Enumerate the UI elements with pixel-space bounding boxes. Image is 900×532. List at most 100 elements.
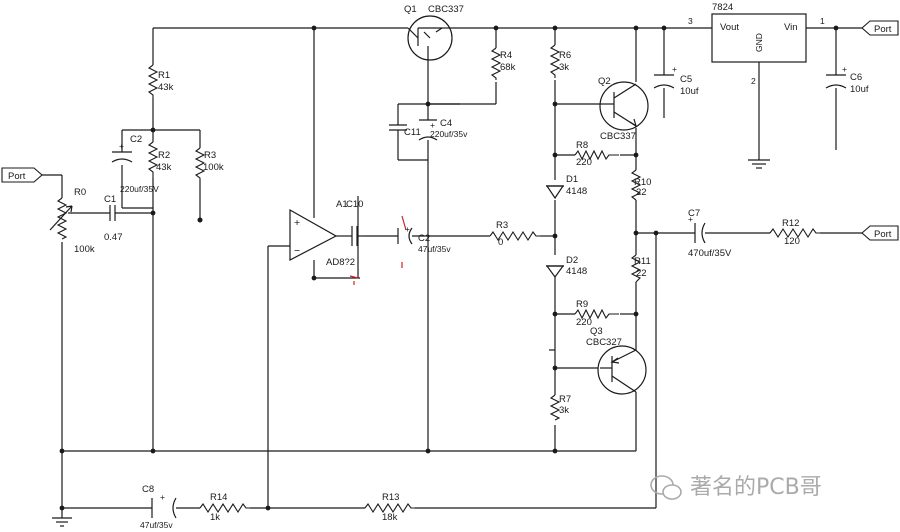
resistor-r11: R11 22 [630,254,651,283]
svg-text:+: + [672,64,677,74]
resistor-r10: R10 22 [630,169,651,201]
r3b-ref: R3 [496,220,508,231]
opamp-ref-top: A1 [336,199,348,210]
watermark: 著名的PCB哥 [650,475,822,500]
port-input-left: Port [1,167,62,183]
capacitor-c10: C10 [346,199,364,246]
r11-ref: R11 [634,256,651,267]
r0-value: 100k [74,244,95,255]
port-left-label: Port [8,171,26,182]
transistor-q3: Q3 CBC327 [586,326,647,395]
d1-value: 4148 [566,186,587,197]
regulator-pin-out: 3 [688,16,693,26]
c11-ref: C11 [404,127,421,138]
svg-text:+: + [430,120,435,130]
r13-ref: R13 [382,492,399,503]
resistor-r9: R9 220 [574,299,619,328]
port-top-right-label: Port [874,24,892,35]
resistor-r6: R6 3k [549,44,571,78]
r4-ref: R4 [500,50,512,61]
wires [61,27,862,518]
regulator-vin: Vin [784,22,798,33]
diode-d1: D1 4148 [545,174,587,200]
port-top-right: Port [861,20,899,36]
capacitor-c1: C1 0.47 [104,194,123,243]
port-mid-right: Port [861,225,899,241]
svg-text:−: − [294,245,300,257]
capacitor-c4: + C4 220uf/35v [418,118,468,141]
resistor-r1: R1 43k [147,64,174,98]
regulator-7824: Vout Vin GND 7824 3 1 2 [688,2,825,86]
regulator-part: 7824 [712,2,733,13]
resistor-r3-mid: R3 0 [489,220,540,248]
r9-value: 220 [576,317,592,328]
r7-value: 3k [559,405,569,416]
regulator-pin-gnd: 2 [751,76,756,86]
capacitor-c5: + C5 10uf [653,64,699,97]
resistor-r14: R14 1k [199,492,250,523]
svg-text:+: + [160,492,165,502]
c6-ref: C6 [850,72,862,83]
r3a-value: 100k [203,162,224,173]
c2b-value: 47uf/35v [418,244,451,254]
c7-ref: C7 [688,208,700,219]
r1-value: 43k [158,82,174,93]
d2-ref: D2 [566,255,578,266]
c8-ref: C8 [142,484,154,495]
r6-ref: R6 [559,50,571,61]
transistor-q2: Q2 CBC337 [598,76,649,142]
capacitor-c8: + C8 47uf/35v [140,484,177,530]
c1-ref: C1 [104,194,116,205]
svg-text:+: + [688,214,693,224]
regulator-gnd: GND [754,33,764,52]
regulator-vout: Vout [720,22,739,33]
r12-value: 120 [784,236,800,247]
r1-ref: R1 [158,70,170,81]
q3-part: CBC327 [586,337,622,348]
resistor-r8: R8 220 [574,140,619,168]
resistor-r7: R7 3k [549,394,571,421]
q2-ref: Q2 [598,76,611,87]
opamp-a1: + − A1 AD8?2 [289,199,403,285]
c5-value: 10uf [680,86,699,97]
ground-regulator [748,159,770,169]
c2-value: 220uf/35V [120,184,159,194]
r8-value: 220 [576,157,592,168]
diode-d2: D2 4148 [545,255,587,279]
svg-text:+: + [294,217,300,229]
r7-ref: R7 [559,394,571,405]
r0-ref: R0 [74,187,86,198]
svg-text:+: + [842,64,847,74]
q2-part: CBC337 [600,131,636,142]
r10-ref: R10 [634,177,651,188]
resistor-r4: R4 68k [490,47,516,80]
c4-ref: C4 [440,118,452,129]
r2-ref: R2 [158,150,170,161]
r6-value: 3k [559,62,569,73]
capacitor-c2: + C2 220uf/35V [111,134,159,194]
c6-value: 10uf [850,84,869,95]
svg-text:+: + [119,141,124,151]
ground-main [52,517,72,527]
c10-ref: C10 [346,199,363,210]
r12-ref: R12 [782,218,799,229]
regulator-pin-in: 1 [820,16,825,26]
capacitor-c6: + C6 10uf [825,64,869,95]
resistor-r2: R2 43k [147,141,172,178]
svg-text:+: + [405,224,410,234]
r14-ref: R14 [210,492,227,503]
d2-value: 4148 [566,266,587,277]
junctions [59,25,839,511]
c4-value: 220uf/35v [430,129,468,139]
r3a-ref: R3 [204,150,216,161]
r14-value: 1k [210,512,220,523]
r3b-value: 0 [498,237,503,248]
c5-ref: C5 [680,74,692,85]
opamp-ref-bottom: AD8?2 [326,257,355,268]
watermark-text: 著名的PCB哥 [690,475,822,500]
capacitor-c7: + C7 470uf/35V [688,208,732,259]
r8-ref: R8 [576,140,588,151]
c7-value: 470uf/35V [688,248,732,259]
port-mid-right-label: Port [874,229,892,240]
